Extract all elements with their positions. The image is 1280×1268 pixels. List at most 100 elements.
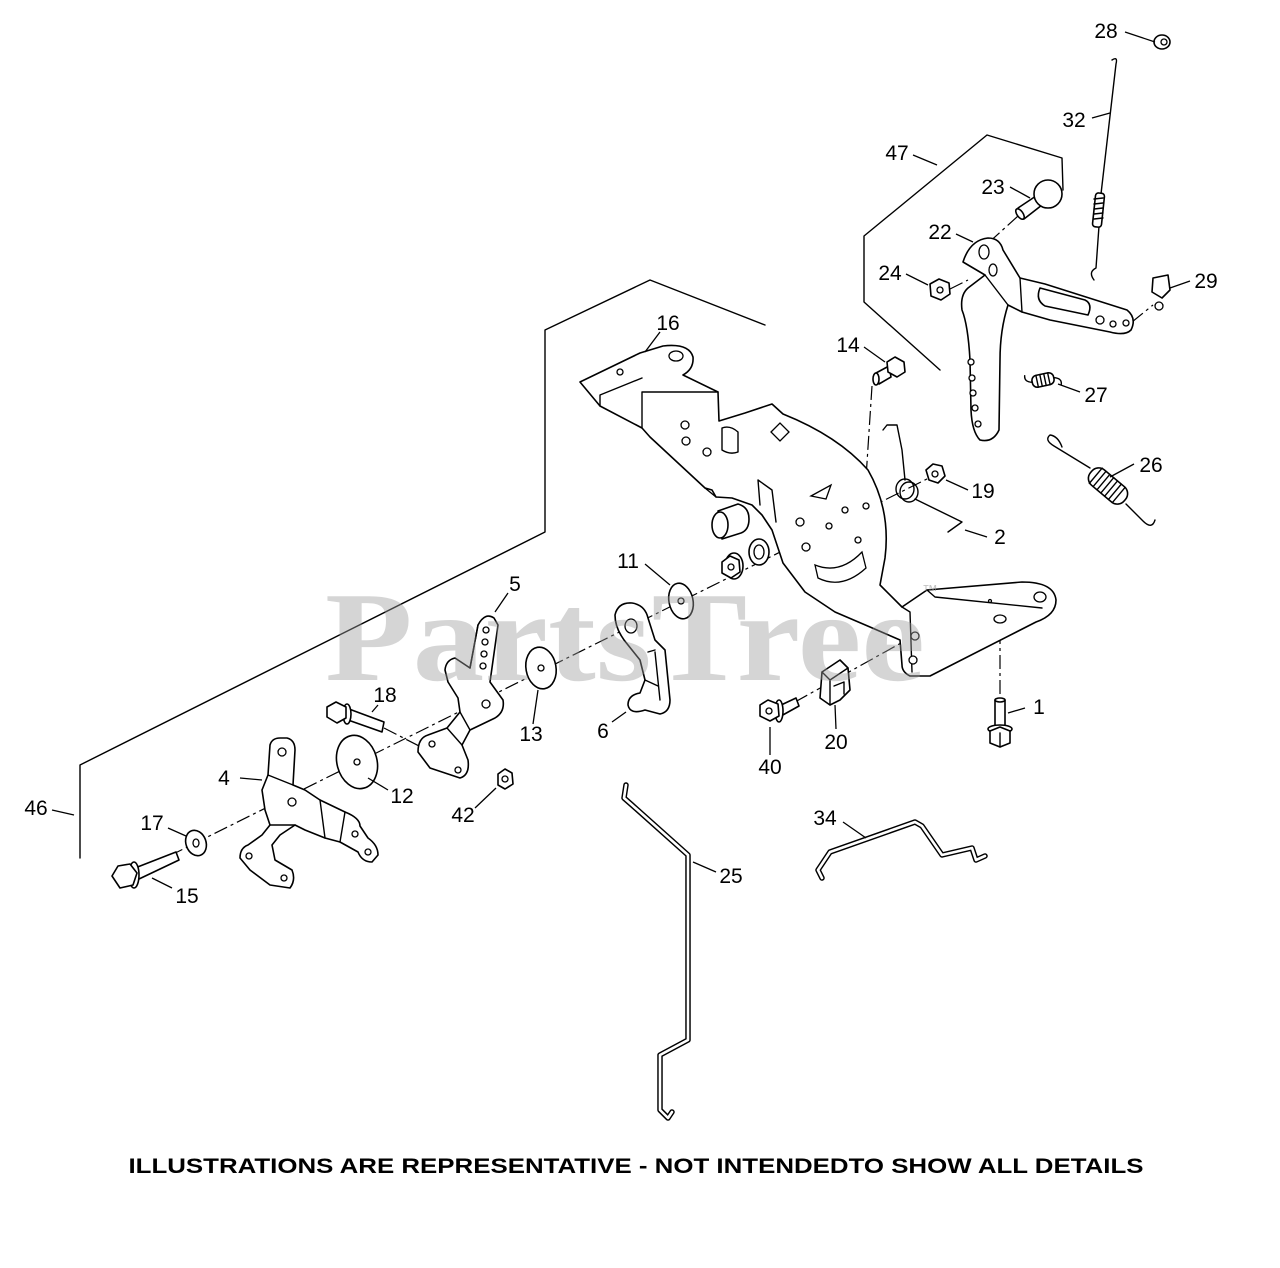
part-42-nut — [497, 768, 514, 790]
part-24-nut — [929, 278, 951, 301]
lever-hole — [968, 374, 976, 382]
plate-diamond-slot — [770, 422, 790, 442]
lever-hole — [974, 420, 982, 428]
lever-hole — [971, 404, 979, 412]
plate-kidney-slot — [814, 550, 867, 583]
plate-hole — [1033, 591, 1047, 603]
bracket-folds — [446, 624, 479, 746]
bracket-folds — [267, 774, 346, 843]
leader-5 — [494, 592, 509, 613]
part-17-washer — [184, 829, 208, 857]
plate-hole — [702, 447, 712, 457]
lever-hole — [988, 263, 998, 277]
spring-windings — [1088, 467, 1126, 504]
callout-29: 29 — [1194, 270, 1217, 293]
callout-4: 4 — [218, 767, 230, 790]
nut-bore — [501, 775, 509, 783]
bolt-head-center — [765, 707, 773, 715]
plate-hole — [680, 420, 690, 430]
lever-hole — [967, 358, 975, 366]
lever-hole — [624, 618, 638, 634]
plate-hole — [668, 350, 684, 362]
bracket-hole — [364, 848, 372, 856]
leader-26 — [1109, 463, 1135, 478]
bracket-hole — [280, 874, 288, 882]
plate-hole — [854, 536, 862, 544]
spring-coil — [895, 478, 915, 500]
bracket-hole — [428, 740, 436, 748]
callout-16: 16 — [656, 312, 679, 335]
bracket-hole — [454, 766, 462, 774]
plate-hole — [825, 522, 833, 530]
leader-15 — [151, 877, 173, 889]
part-29-clip — [1151, 274, 1171, 311]
spring-hooks — [1023, 375, 1063, 385]
bolt-40-centerline — [794, 637, 911, 703]
rod-inner — [816, 820, 987, 880]
callout-labels: 1 2 4 5 6 11 12 13 14 15 16 17 18 19 20 … — [24, 20, 1217, 908]
part-26-spring — [1047, 434, 1156, 526]
lever-fold — [984, 274, 1023, 313]
lever-hole — [969, 389, 977, 397]
part-34-rod — [815, 819, 988, 881]
bracket-hole — [480, 650, 488, 658]
callout-25: 25 — [719, 865, 742, 888]
nut-bore — [936, 286, 944, 294]
callout-47: 47 — [885, 142, 908, 165]
spacer-end — [711, 511, 729, 539]
part-6-lever — [614, 602, 671, 715]
callout-23: 23 — [981, 176, 1004, 199]
bracket-hole — [481, 638, 489, 646]
part-15-bolt — [111, 851, 180, 889]
spring-wire — [882, 424, 906, 481]
callout-42: 42 — [451, 804, 474, 827]
callout-28: 28 — [1094, 20, 1117, 43]
part-22-lever — [960, 237, 1135, 442]
bracket-hole — [479, 662, 487, 670]
part-19-nut — [925, 463, 946, 484]
callout-27: 27 — [1084, 384, 1107, 407]
bracket-hole — [481, 699, 491, 709]
plate-tab — [721, 426, 739, 454]
callout-40: 40 — [758, 756, 781, 779]
callout-1: 1 — [1033, 696, 1045, 719]
callout-46: 46 — [24, 797, 47, 820]
callout-2: 2 — [994, 526, 1006, 549]
bolt-head — [886, 356, 906, 378]
part-13-washer — [524, 646, 558, 690]
part-16-plate — [579, 344, 1057, 677]
watermark-trademark: ™ — [922, 583, 938, 600]
lever-hole — [1095, 315, 1105, 325]
leader-24 — [905, 273, 929, 286]
plate-hole — [993, 614, 1007, 624]
plate-outline — [579, 344, 1057, 677]
spring-leg — [914, 498, 963, 533]
part-4-bracket — [239, 737, 379, 889]
clip-detail — [821, 667, 849, 706]
part-5-bracket — [417, 615, 505, 779]
part-23-knob — [1014, 179, 1063, 221]
bracket-46 — [79, 279, 766, 859]
plate-hole — [801, 542, 811, 552]
plate-hole — [795, 517, 805, 527]
bracket-hole — [245, 852, 253, 860]
callout-22: 22 — [928, 221, 951, 244]
leader-4 — [239, 777, 263, 781]
callout-15: 15 — [175, 885, 198, 908]
callout-11: 11 — [617, 550, 639, 573]
part-28-bushing — [1153, 34, 1171, 50]
leader-lines — [51, 31, 1191, 889]
watermark: PartsTree ™ — [325, 566, 938, 708]
bracket-hole — [482, 626, 490, 634]
plate-hole — [908, 655, 918, 665]
part-14-bolt — [872, 356, 906, 386]
rod-wire — [1090, 57, 1118, 281]
flange-nut — [721, 552, 744, 580]
leader-29 — [1169, 280, 1191, 289]
knob-ball — [1033, 179, 1063, 209]
bolt-tip — [994, 697, 1006, 703]
part-2-spring — [882, 424, 963, 533]
bracket-hole — [287, 797, 297, 807]
part-18-bolt — [326, 701, 385, 733]
